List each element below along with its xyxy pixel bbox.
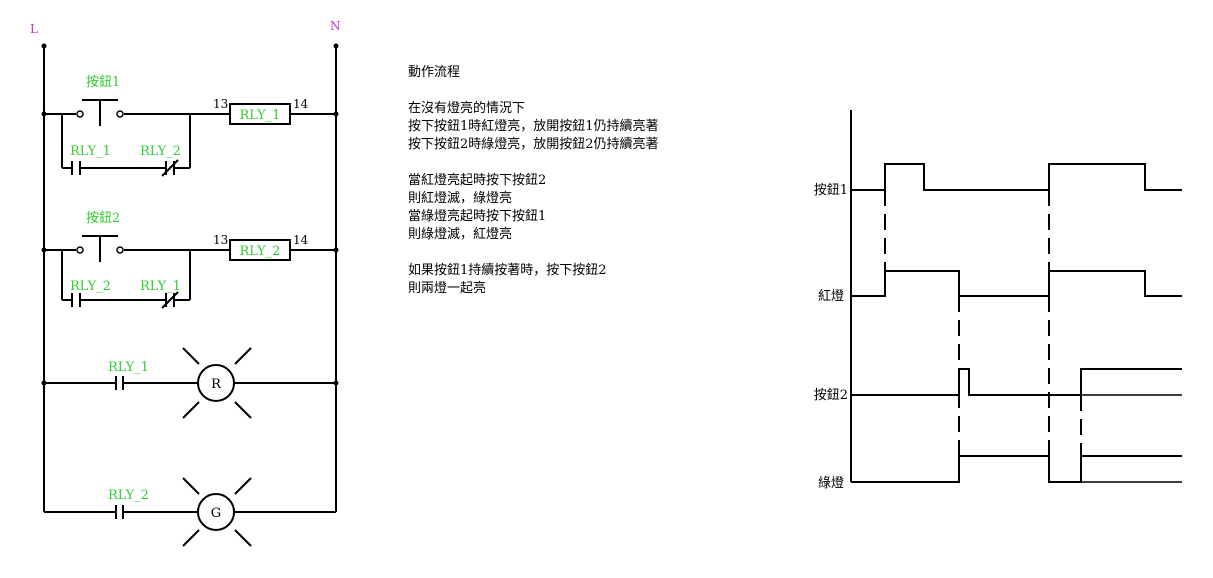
signal-red-lamp <box>851 270 1182 297</box>
notes-line: 當紅燈亮起時按下按鈕2 <box>408 173 547 188</box>
signal-button1 <box>851 163 1182 191</box>
contact-rly2-nc-label: RLY_2 <box>140 144 181 159</box>
button1-label: 按鈕1 <box>86 75 120 90</box>
coil-rly1 <box>229 103 291 125</box>
coil-rly1-terminal-b: 14 <box>293 97 309 111</box>
green-lamp-letter: G <box>211 506 221 521</box>
coil-rly2-terminal-b: 14 <box>293 233 309 247</box>
operation-notes: 動作流程 在沒有燈亮的情況下 按下按鈕1時紅燈亮，放開按鈕1仍持續亮著 按下按鈕… <box>408 64 768 298</box>
signal-label-green-lamp: 綠燈 <box>818 476 844 491</box>
rung-2: 按鈕2 RLY_2 13 14 RLY_2 RLY_1 <box>41 211 339 309</box>
timing-dashed-guides <box>884 190 1082 456</box>
contact-rly2-label: RLY_2 <box>70 279 111 294</box>
coil-rly2-terminal-a: 13 <box>213 233 228 247</box>
notes-line: 按下按鈕2時綠燈亮，放開按鈕2仍持續亮著 <box>408 137 659 152</box>
notes-line: 則綠燈滅，紅燈亮 <box>408 227 513 242</box>
contact-rly1-label: RLY_1 <box>70 144 111 159</box>
rung-1: 按鈕1 RLY_1 13 14 RLY_1 RLY_2 <box>41 75 339 177</box>
coil-rly1-terminal-a: 13 <box>213 97 228 111</box>
notes-line: 則紅燈滅，綠燈亮 <box>408 191 513 206</box>
notes-line: 當綠燈亮起時按下按鈕1 <box>408 209 547 224</box>
coil-rly1-label: RLY_1 <box>240 108 281 123</box>
timing-diagram: 按鈕1 紅燈 按鈕2 綠燈 <box>814 110 1182 491</box>
signal-button2 <box>851 368 1182 396</box>
red-lamp <box>197 364 235 402</box>
rail-label-n: N <box>330 19 341 33</box>
signal-label-button2: 按鈕2 <box>814 388 848 403</box>
notes-title: 動作流程 <box>408 65 461 80</box>
contact-rly1-nc-label: RLY_1 <box>140 279 181 294</box>
rung-green-lamp: RLY_2 G <box>44 477 336 547</box>
rail-label-l: L <box>30 22 38 36</box>
notes-line: 則兩燈一起亮 <box>408 281 487 296</box>
green-lamp <box>197 493 235 531</box>
signal-green-lamp <box>851 455 1182 483</box>
green-lamp-contact-label: RLY_2 <box>108 488 149 503</box>
notes-line: 如果按鈕1持續按著時，按下按鈕2 <box>408 263 607 278</box>
signal-label-button1: 按鈕1 <box>814 183 848 198</box>
button2-label: 按鈕2 <box>86 211 120 226</box>
coil-rly2 <box>229 239 291 261</box>
red-lamp-contact-label: RLY_1 <box>108 360 149 375</box>
red-lamp-letter: R <box>211 377 222 392</box>
signal-label-red-lamp: 紅燈 <box>818 289 844 304</box>
rung-red-lamp: RLY_1 R <box>41 347 339 419</box>
notes-line: 按下按鈕1時紅燈亮，放開按鈕1仍持續亮著 <box>408 119 659 134</box>
coil-rly2-label: RLY_2 <box>240 244 281 259</box>
notes-line: 在沒有燈亮的情況下 <box>408 101 526 116</box>
